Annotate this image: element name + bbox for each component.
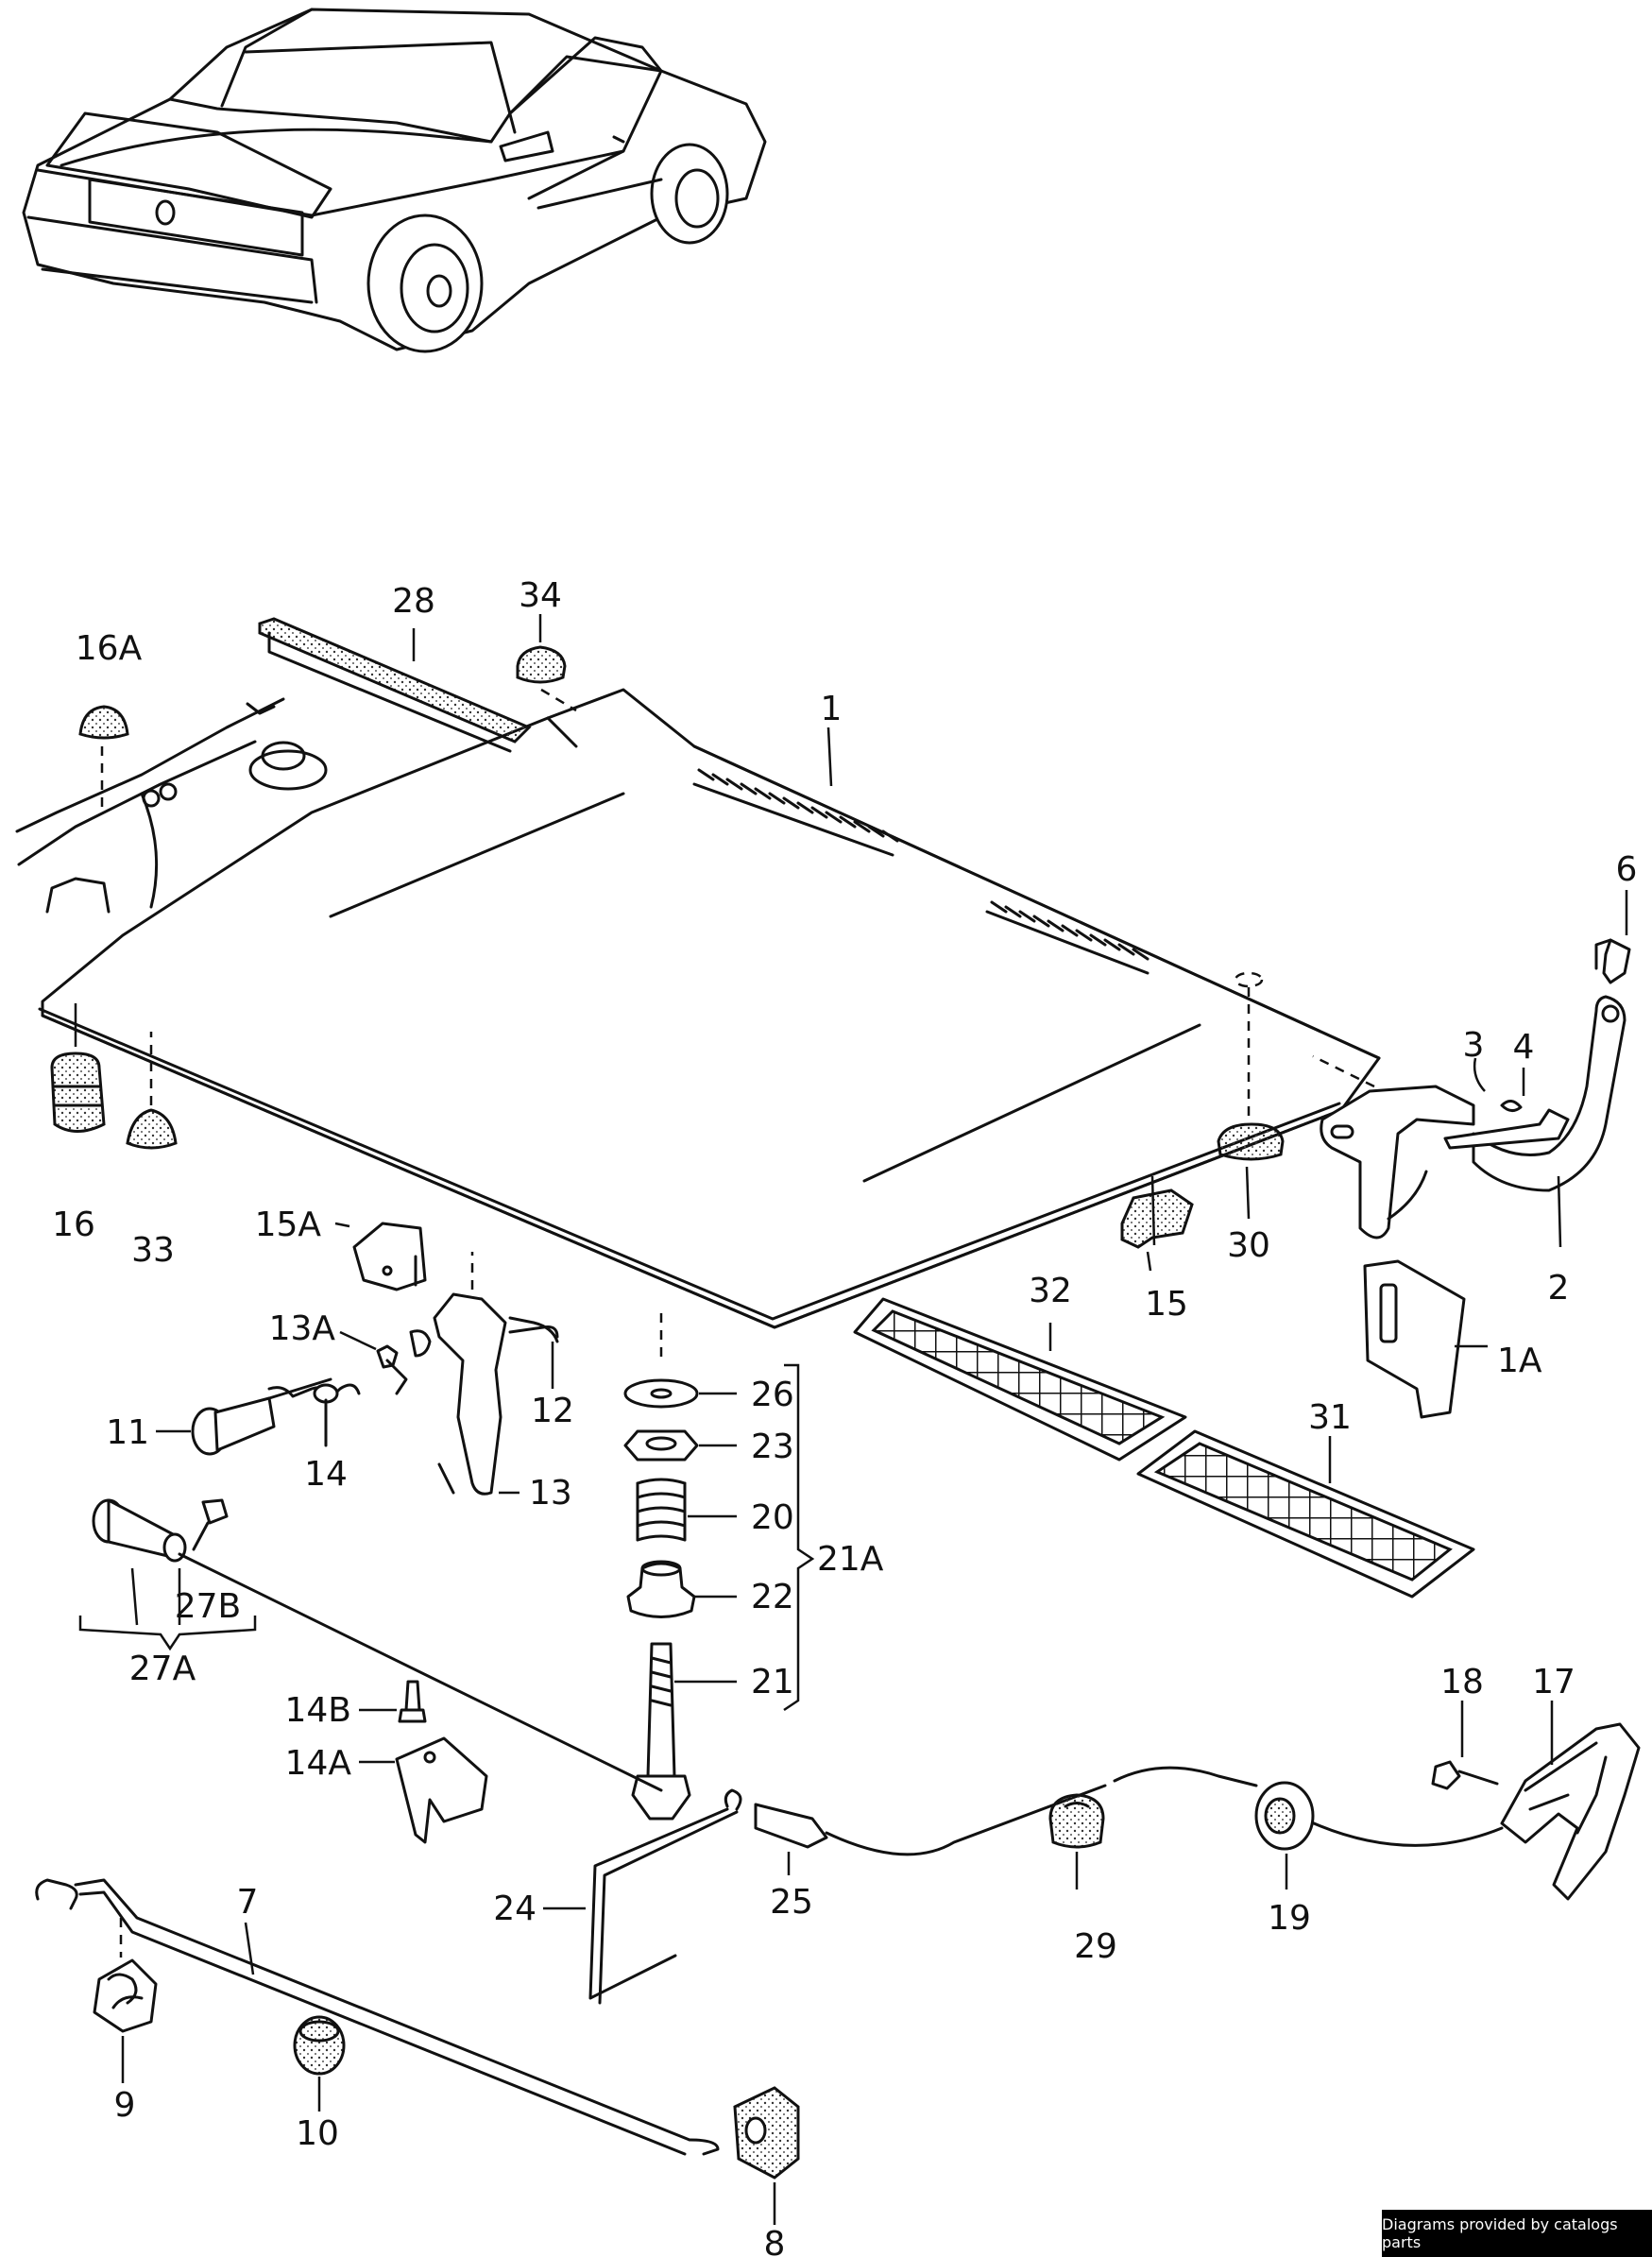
- callout-27a: 27A: [129, 1650, 196, 1688]
- credit-badge: Diagrams provided by catalogs parts: [1382, 2210, 1652, 2257]
- lock-hook-13: [433, 1252, 559, 1496]
- grommet-19: [1254, 1781, 1315, 1889]
- callout-33: 33: [131, 1231, 175, 1270]
- callout-3: 3: [1463, 1026, 1485, 1065]
- guide-15a: [334, 1222, 427, 1291]
- callout-25: 25: [770, 1883, 813, 1922]
- release-cable: [178, 1552, 1504, 2005]
- callout-15a: 15A: [255, 1205, 322, 1244]
- callout-34: 34: [519, 576, 562, 615]
- rod-clip-9: [93, 1918, 158, 2083]
- callout-14a: 14A: [285, 1744, 352, 1783]
- callout-8: 8: [764, 2225, 786, 2257]
- callout-11: 11: [106, 1413, 149, 1452]
- buffer-30: [1217, 987, 1285, 1161]
- callout-labels: 1 1A 2 3 4 6 7 8 9 10 11 12 13 13A 14 14…: [52, 576, 1637, 2257]
- callout-21: 21: [751, 1663, 794, 1701]
- callout-9: 9: [114, 2086, 136, 2125]
- hood-hinge: [1312, 938, 1631, 1419]
- callout-15: 15: [1145, 1285, 1188, 1324]
- callout-27b: 27B: [175, 1587, 242, 1626]
- callout-16a: 16A: [76, 629, 143, 668]
- pin-12: [508, 1325, 559, 1389]
- buffer-16a: [78, 705, 129, 812]
- leader-lines: [412, 614, 1628, 1889]
- callout-16: 16: [52, 1205, 95, 1244]
- bolt-18: [1431, 1701, 1499, 1790]
- callout-1: 1: [821, 690, 843, 728]
- callout-31: 31: [1308, 1398, 1352, 1437]
- hood-vents-rear: [985, 900, 1150, 975]
- hood-vents-front: [692, 768, 899, 857]
- grille-31: [1136, 1429, 1475, 1599]
- callout-21a: 21A: [817, 1540, 884, 1579]
- grommet-29: [1048, 1793, 1105, 1849]
- grille-32: [853, 1297, 1187, 1462]
- seal-strip: [258, 617, 532, 753]
- callout-7: 7: [237, 1883, 259, 1922]
- callout-17: 17: [1532, 1663, 1575, 1701]
- callout-32: 32: [1029, 1272, 1072, 1310]
- callout-22: 22: [751, 1578, 794, 1616]
- callout-6: 6: [1616, 850, 1638, 889]
- release-knob-11: [156, 1377, 332, 1456]
- spring-13a: [339, 1329, 432, 1395]
- callout-19: 19: [1268, 1899, 1311, 1938]
- pivot-pin-27: [78, 1498, 257, 1651]
- callout-2: 2: [1548, 1269, 1570, 1308]
- callout-30: 30: [1227, 1226, 1270, 1265]
- callout-18: 18: [1440, 1663, 1484, 1701]
- callout-14: 14: [304, 1455, 348, 1494]
- callout-29: 29: [1074, 1927, 1117, 1966]
- callout-13: 13: [529, 1474, 572, 1513]
- striker-stack: [623, 1313, 815, 1821]
- callout-20: 20: [751, 1498, 794, 1537]
- bush-10: [293, 2015, 346, 2112]
- callout-28: 28: [392, 582, 435, 621]
- callout-14b: 14B: [284, 1691, 351, 1730]
- release-lever: [1500, 1701, 1641, 1901]
- callout-26: 26: [751, 1376, 794, 1414]
- callout-13a: 13A: [269, 1309, 336, 1348]
- callout-1a: 1A: [1497, 1342, 1542, 1380]
- callout-4: 4: [1513, 1028, 1535, 1067]
- buffer-34: [516, 645, 577, 712]
- support-rod: [35, 1878, 720, 2156]
- callout-10: 10: [296, 2114, 339, 2153]
- lock-bracket-15: [1120, 1188, 1194, 1272]
- spring-14: [267, 1383, 361, 1447]
- bearing-8: [733, 2086, 800, 2225]
- striker-plate: [359, 1680, 488, 1844]
- callout-12: 12: [531, 1392, 574, 1430]
- callout-24: 24: [493, 1889, 536, 1928]
- car-illustration: [22, 8, 767, 353]
- engine-bay-outline: [15, 697, 328, 914]
- buffer-33: [126, 1032, 178, 1150]
- buffer-16: [50, 1003, 106, 1133]
- callout-23: 23: [751, 1428, 794, 1466]
